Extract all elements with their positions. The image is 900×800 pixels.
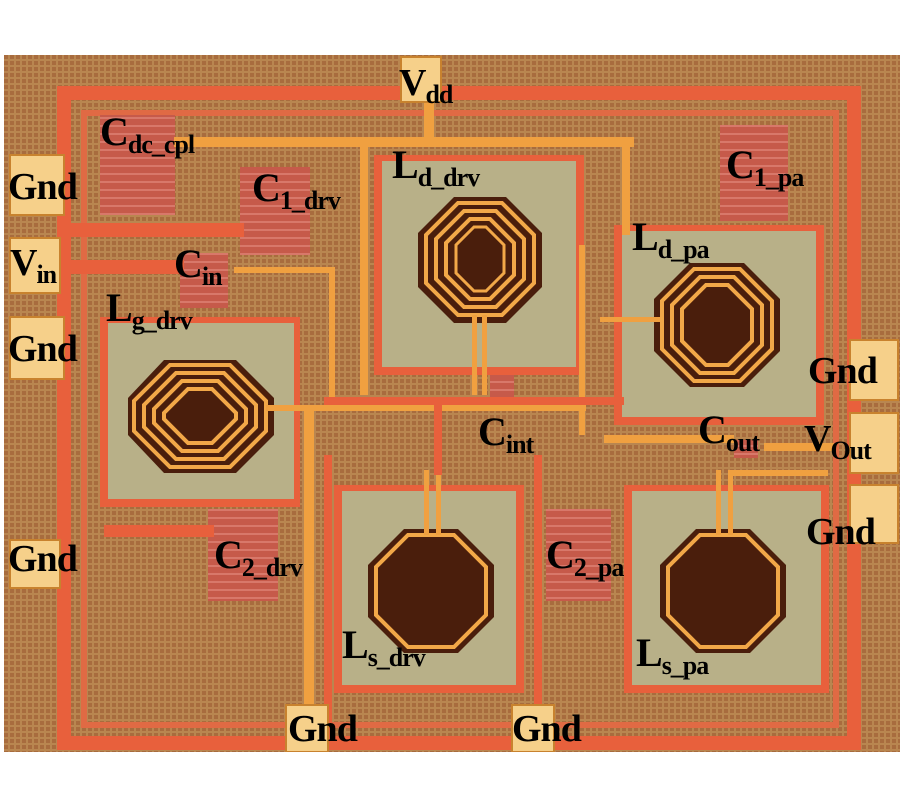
inductor-l-s-drv — [334, 470, 524, 693]
label-vin: Vin — [10, 242, 57, 289]
chip-die-micrograph — [4, 55, 900, 752]
label-c1-drv: C1_drv — [252, 165, 341, 215]
label-c1-pa: C1_pa — [726, 142, 804, 192]
inductor-l-d-pa — [600, 225, 824, 425]
pad-gnd-bottom-1 — [285, 704, 329, 752]
inductor-l-g-drv — [100, 317, 586, 507]
pad-vin — [9, 237, 61, 294]
cap-c-in — [180, 253, 228, 308]
label-gnd-right-2: Gnd — [806, 511, 876, 553]
cap-c2-drv — [208, 509, 278, 601]
inductor-l-d-drv — [374, 155, 584, 395]
label-vdd: Vdd — [399, 62, 453, 109]
label-gnd-bottom-1: Gnd — [288, 708, 358, 750]
pad-gnd-left-3 — [9, 539, 61, 589]
cap-c-out — [734, 440, 758, 458]
cap-c-dc-cpl — [100, 115, 175, 215]
label-c-int: Cint — [478, 409, 534, 459]
label-gnd-bottom-2: Gnd — [512, 708, 582, 750]
label-l-d-drv: Ld_drv — [392, 142, 480, 192]
label-gnd-left-3: Gnd — [8, 538, 78, 580]
label-l-s-pa: Ls_pa — [636, 630, 709, 680]
label-c2-pa: C2_pa — [546, 532, 624, 582]
pad-gnd-left-2 — [9, 316, 65, 380]
cap-c1-drv — [240, 167, 310, 255]
label-vout: VOut — [804, 418, 872, 465]
cap-c1-pa — [720, 125, 788, 221]
pad-vout — [849, 412, 899, 474]
label-gnd-left-1: Gnd — [8, 166, 78, 208]
cap-c2-pa — [546, 509, 611, 601]
label-c-out: Cout — [698, 407, 760, 457]
inductor-l-s-pa — [624, 470, 829, 693]
label-gnd-left-2: Gnd — [8, 328, 78, 370]
label-l-g-drv: Lg_drv — [106, 285, 193, 335]
pad-gnd-left-1 — [9, 154, 65, 216]
pad-gnd-bottom-2 — [511, 704, 555, 752]
pad-vdd — [400, 56, 442, 103]
label-l-s-drv: Ls_drv — [342, 622, 426, 672]
vdd-bus — [174, 137, 634, 147]
label-l-d-pa: Ld_pa — [632, 214, 710, 264]
label-c-in: Cin — [174, 241, 223, 291]
label-c2-drv: C2_drv — [214, 532, 303, 582]
label-gnd-right-1: Gnd — [808, 350, 878, 392]
pad-gnd-right-2 — [849, 484, 899, 544]
pad-gnd-right-1 — [849, 339, 899, 401]
inner-guard-ring — [81, 110, 839, 728]
label-c-dc-cpl: Cdc_cpl — [100, 109, 195, 159]
